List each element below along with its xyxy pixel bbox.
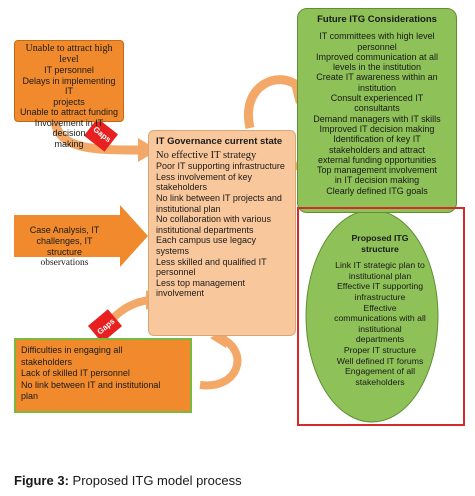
proposed-line: Well defined IT forums — [336, 355, 424, 366]
future-line: in IT decision making — [334, 175, 420, 186]
difficulties-box: Difficulties in engaging all stakeholder… — [14, 338, 192, 413]
curved-arrow-bottom-right — [199, 334, 242, 390]
future-line: Clearly defined ITG goals — [326, 185, 428, 196]
unable-to-attract-box: Unable to attract high level IT personne… — [14, 40, 124, 149]
proposed-line: Engagement of all — [344, 366, 416, 377]
case-analysis-label: Case Analysis, IT challenges, IT structu… — [22, 225, 107, 269]
caption-text: Proposed ITG model process — [68, 473, 242, 488]
box-header: Unable to attract high level — [25, 43, 113, 65]
case-line: challenges, IT structure — [36, 236, 93, 257]
arrow-case-analysis — [14, 205, 148, 267]
future-title: Future ITG Considerations — [317, 14, 437, 25]
proposed-line: Effective IT supporting — [336, 281, 424, 292]
box-line: No link between IT and institutional — [21, 379, 161, 390]
figure-caption: Figure 3: Proposed ITG model process — [14, 473, 242, 488]
future-line: Top management involvement — [316, 165, 438, 176]
proposed-structure-text: Proposed ITG structure Link IT strategic… — [317, 233, 443, 387]
current-state-line: Less top management — [156, 277, 246, 288]
current-state-line: institutional departments — [156, 224, 254, 235]
gaps-diamond-bottom — [87, 309, 123, 343]
curved-arrow-top-left — [50, 120, 141, 155]
future-line: Improved communication at all — [315, 51, 439, 62]
future-line: Create IT awareness within an — [316, 72, 438, 83]
current-state-line: No effective IT strategy — [156, 149, 257, 161]
future-line: personnel — [357, 41, 397, 52]
current-state-line: No link between IT projects and — [156, 192, 282, 203]
current-state-line: personnel — [156, 267, 196, 278]
case-line: Case Analysis, IT — [29, 225, 100, 235]
proposed-line: Link IT strategic plan to — [335, 260, 425, 271]
box-line: plan — [21, 391, 39, 401]
current-state-line: Each campus use legacy — [156, 235, 257, 246]
future-line: stakeholders and attract — [328, 144, 426, 155]
proposed-line: institutional — [358, 323, 402, 334]
box-line: stakeholders — [21, 356, 73, 367]
gaps-diamond-top — [83, 118, 119, 152]
box-line: projects — [53, 96, 85, 107]
future-line: consultants — [354, 103, 400, 114]
proposed-line: institutional plan — [348, 270, 412, 281]
box-line: Difficulties in engaging all — [21, 345, 123, 355]
future-line: institution — [357, 82, 397, 93]
box-line: Delays in implementing IT — [22, 75, 116, 97]
current-state-line: stakeholders — [156, 182, 208, 193]
future-line: Consult experienced IT — [330, 93, 424, 104]
current-state-line: systems — [156, 245, 190, 256]
future-line: IT committees with high level — [319, 31, 435, 42]
current-state-line: Less involvement of key — [156, 171, 253, 182]
box-line: Involvement in IT decision — [34, 117, 104, 139]
current-state-line: involvement — [156, 288, 205, 299]
proposed-line: stakeholders — [355, 376, 405, 387]
current-state-title: IT Governance current state — [156, 136, 283, 147]
future-line: Demand managers with IT skills — [313, 113, 441, 124]
proposed-line: communications with all — [334, 313, 426, 324]
proposed-line: departments — [355, 334, 405, 345]
proposed-structure-frame — [297, 207, 465, 426]
future-line: Identification of key IT — [333, 134, 421, 145]
case-line: observations — [40, 258, 89, 268]
future-line: levels in the institution — [332, 62, 422, 73]
proposed-title: Proposed ITG — [351, 233, 409, 243]
current-state-line: No collaboration with various — [156, 214, 272, 225]
box-line: IT personnel — [44, 65, 94, 75]
proposed-line: Effective — [363, 302, 397, 313]
proposed-line: infrastructure — [354, 291, 406, 302]
current-state-line: Less skilled and qualified IT — [156, 256, 267, 267]
proposed-line: Proper IT structure — [343, 344, 417, 355]
future-line: Improved IT decision making — [319, 123, 435, 134]
current-state-line: Poor IT supporting infrastructure — [156, 161, 285, 172]
future-considerations-box: Future ITG Considerations IT committees … — [297, 8, 457, 213]
current-state-box: IT Governance current state No effective… — [148, 130, 296, 336]
box-line: Lack of skilled IT personnel — [21, 368, 130, 378]
box-line: Unable to attract funding — [19, 107, 119, 117]
current-state-line: institutional plan — [156, 203, 221, 214]
caption-label: Figure 3: — [14, 473, 69, 488]
box-line: making — [54, 138, 84, 149]
proposed-title: structure — [361, 243, 399, 254]
future-line: external funding opportunities — [317, 154, 437, 165]
